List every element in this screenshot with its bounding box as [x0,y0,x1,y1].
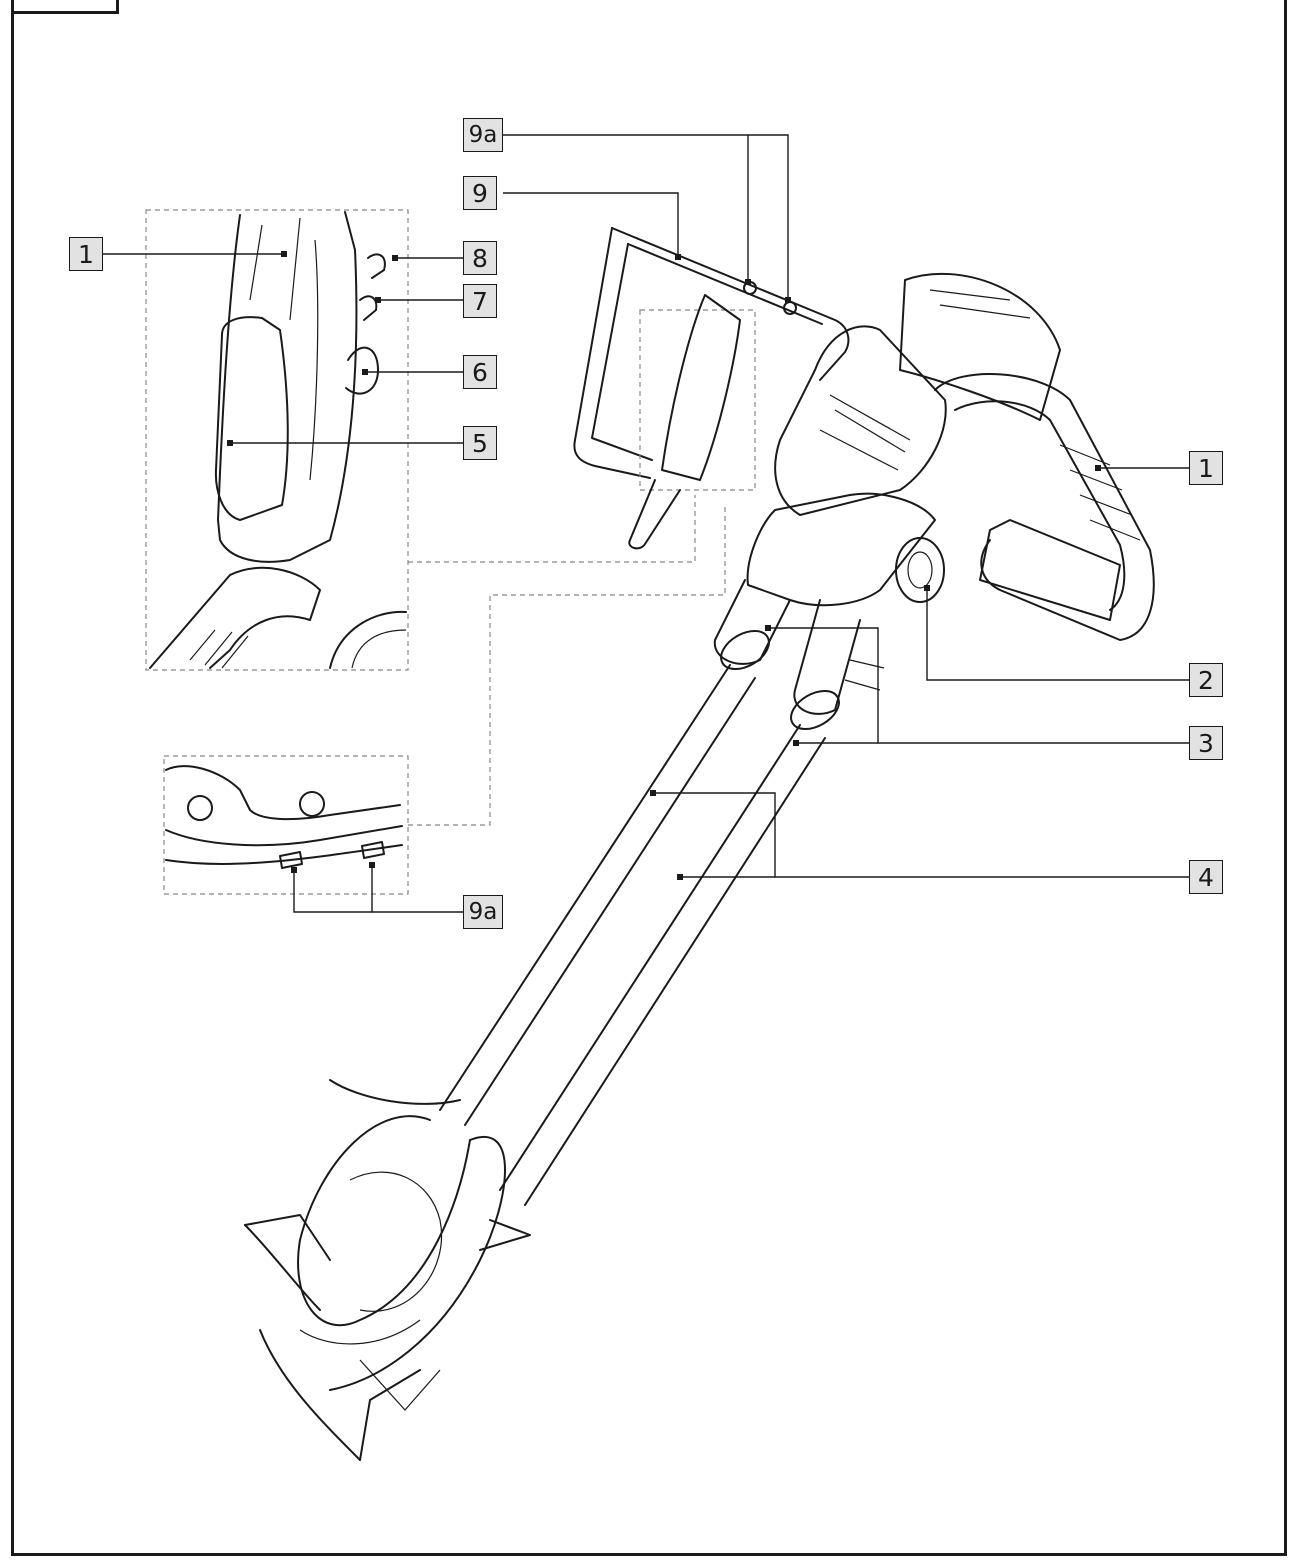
detail-connector-handle [408,495,696,563]
callout-6: 6 [463,355,497,389]
callout-8: 8 [463,241,497,275]
callout-9a-top: 9a [463,118,503,152]
figure-corner-tab [11,0,119,14]
callout-9: 9 [463,176,497,210]
callout-5: 5 [463,426,497,460]
mixer-illustration [244,227,1155,1461]
callout-4: 4 [1189,860,1223,894]
callout-1-right: 1 [1189,451,1223,485]
leader-lines [103,134,1189,913]
callout-9a-bottom: 9a [463,895,503,929]
callout-7: 7 [463,284,497,318]
detail-box-bolts [163,755,409,895]
detail-connector-bolts [408,505,726,826]
callout-3: 3 [1189,726,1223,760]
callout-2: 2 [1189,663,1223,697]
figure-frame [11,0,1287,1556]
detail-box-handle [145,209,409,671]
callout-1-left: 1 [69,237,103,271]
